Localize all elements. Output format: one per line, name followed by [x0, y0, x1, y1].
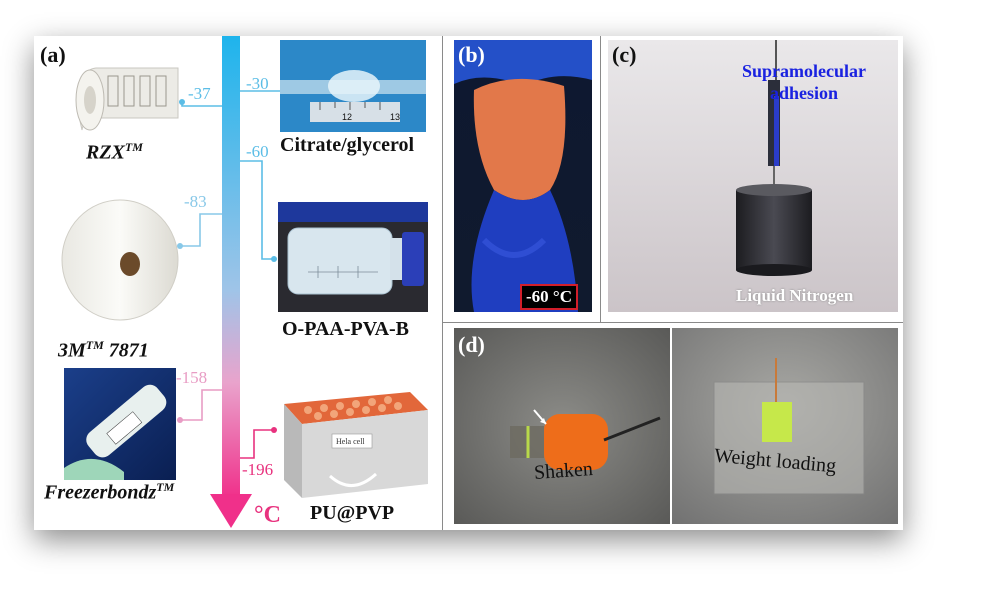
divider-top-bottom	[442, 322, 903, 323]
figure-frame: (a) °C -37 -30	[34, 36, 903, 530]
temp-minus-83: -83	[184, 192, 207, 211]
panel-b-glove-photo	[454, 40, 592, 312]
temp-minus-158: -158	[176, 368, 208, 387]
temp-minus-60: -60	[246, 142, 269, 161]
freezerbondz-image	[64, 368, 176, 480]
panel-c-bottom-label: Liquid Nitrogen	[736, 286, 854, 305]
panel-c-title-line1: Supramolecular	[742, 61, 866, 81]
rzx-label: RZXTM	[86, 140, 143, 164]
panel-d-label: (d)	[458, 332, 485, 357]
panel-d-left-caption: Shaken	[533, 457, 594, 485]
connector-lines	[177, 90, 280, 459]
panel-b-label: (b)	[458, 42, 485, 67]
citrate-glycerol-image: 12 13	[280, 40, 426, 132]
unit-label: °C	[254, 502, 281, 528]
divider-b-c	[600, 36, 601, 322]
temp-minus-37: -37	[188, 84, 211, 103]
divider-a-b	[442, 36, 443, 530]
temp-minus-30: -30	[246, 74, 269, 93]
freezerbondz-label: FreezerbondzTM	[44, 480, 175, 504]
pu-pvp-box-image: Hela cell	[284, 392, 428, 498]
panel-c-liquid-nitrogen-photo	[608, 40, 898, 312]
opaa-pva-b-label: O-PAA-PVA-B	[282, 318, 410, 340]
temperature-arrow	[210, 36, 252, 528]
panel-d-photos	[454, 328, 898, 524]
panel-c-title: Supramolecular adhesion	[734, 60, 874, 104]
temp-minus-196: -196	[242, 460, 274, 479]
3m-7871-roll-image	[61, 199, 179, 321]
opaa-pva-b-bottle-image	[278, 202, 428, 312]
rzx-label-roll-image	[75, 67, 179, 131]
ruler-13: 13	[390, 112, 400, 122]
ruler-12: 12	[342, 112, 352, 122]
panel-b-temp-label: -60 °C	[520, 284, 578, 310]
citrate-glycerol-label: Citrate/glycerol	[280, 134, 415, 156]
panel-a-label: (a)	[40, 42, 66, 67]
panel-c-label: (c)	[612, 42, 637, 67]
box-label: Hela cell	[336, 437, 365, 446]
panel-c-title-line2: adhesion	[769, 83, 839, 103]
pu-pvp-label: PU@PVP	[310, 502, 395, 524]
3m-7871-label: 3MTM 7871	[58, 338, 149, 362]
